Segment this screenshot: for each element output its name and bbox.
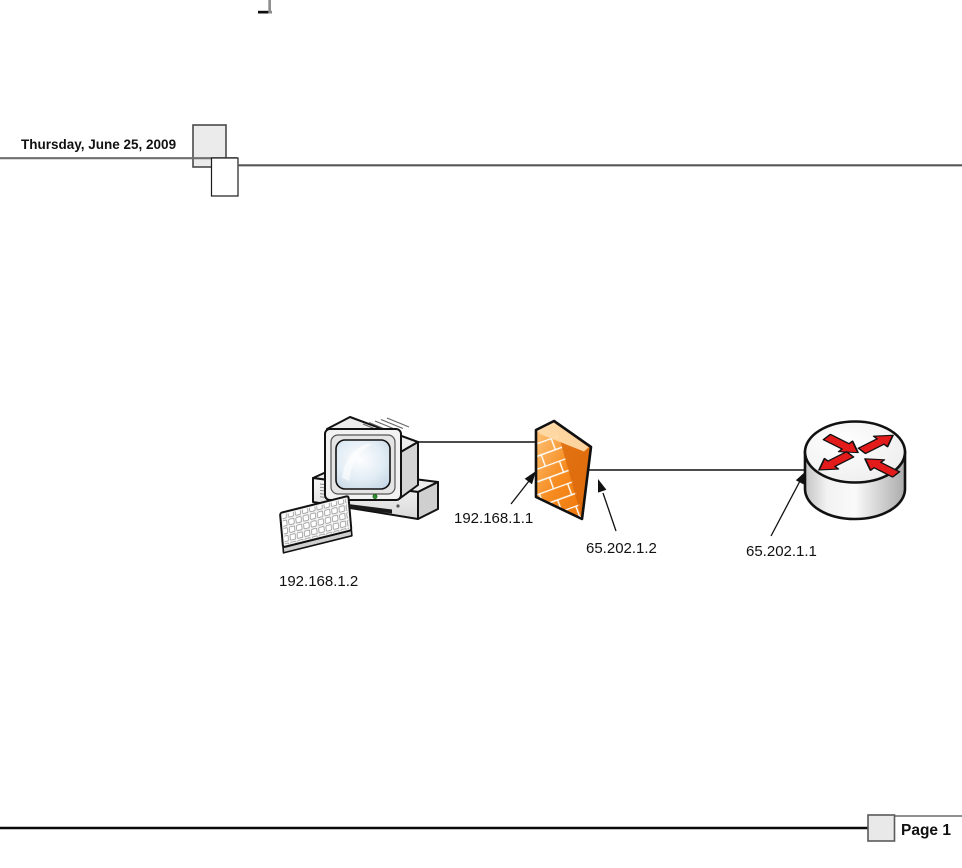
footer-page-label: Page 1: [901, 822, 951, 839]
firewall-top-bevel: [537, 422, 589, 452]
firewall-icon[interactable]: [530, 415, 600, 525]
footer-gray-box: [867, 814, 896, 842]
header-date-label: Thursday, June 25, 2009: [21, 137, 176, 152]
page-header: Thursday, June 25, 2009: [0, 124, 962, 197]
computer-monitor: [324, 416, 419, 501]
callout-arrow-router-ip: [770, 471, 806, 537]
ip-label-firewall-inside: 192.168.1.1: [454, 510, 533, 527]
computer-keyboard: [279, 495, 353, 554]
ip-label-workstation: 192.168.1.2: [279, 573, 358, 590]
header-gray-box: [192, 124, 227, 168]
ip-label-firewall-outside: 65.202.1.2: [586, 540, 657, 557]
header-white-box: [210, 157, 239, 197]
power-led: [372, 494, 378, 499]
callout-arrow-outside-ip: [598, 479, 617, 532]
workstation-icon[interactable]: [279, 416, 439, 554]
page-footer: Page 1: [0, 814, 962, 842]
ip-label-router: 65.202.1.1: [746, 543, 817, 560]
router-icon[interactable]: [803, 420, 907, 521]
callout-arrow-inside-ip: [510, 471, 536, 505]
crop-corner-mark: [258, 0, 272, 14]
